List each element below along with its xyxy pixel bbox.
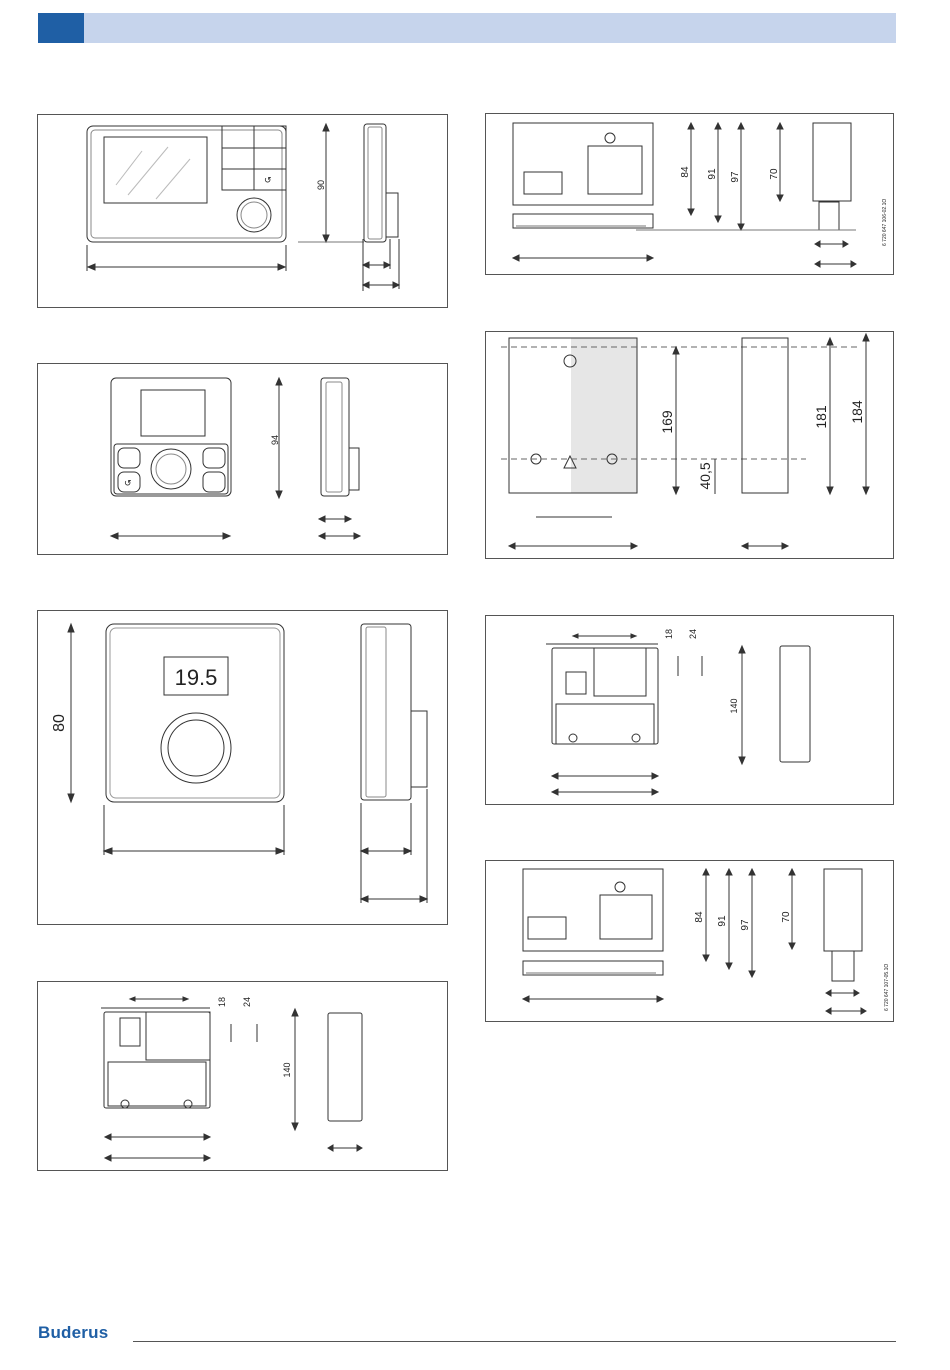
figure-wall-module-right: 18 24 140 [485, 615, 894, 805]
module-housing [513, 123, 653, 205]
figure-controller-variant: ↺ 94 [37, 363, 448, 555]
dimension-169-label: 169 [659, 410, 675, 434]
dimension-24-label: 24 [688, 629, 698, 639]
svg-text:↺: ↺ [264, 175, 272, 185]
dimension-18-label: 18 [217, 997, 227, 1007]
dimension-height-label: 140 [282, 1062, 292, 1077]
dimension-40-5-label: 40,5 [697, 462, 713, 489]
dimension-97-label: 97 [740, 919, 751, 931]
dimension-24-label: 24 [242, 997, 252, 1007]
svg-text:↺: ↺ [124, 478, 132, 488]
dimension-70-label: 70 [769, 168, 780, 180]
rotary-knob [237, 198, 271, 232]
buderus-logo: Buderus [38, 1323, 108, 1343]
temperature-display-value: 19.5 [175, 665, 218, 690]
figure-wall-module: 18 24 140 [37, 981, 448, 1171]
dimension-height-label: 90 [316, 180, 326, 190]
dimension-97-label: 97 [730, 171, 741, 183]
dimension-height-label: 94 [270, 435, 280, 445]
dimension-91-label: 91 [717, 915, 728, 927]
device-display [141, 390, 205, 436]
rotary-knob [151, 449, 191, 489]
figure-terminal-module: 84 91 97 70 6 720 647 106-02.1O [485, 113, 894, 275]
figure-large-module: 169 40,5 181 184 [485, 331, 894, 559]
header-accent-block [38, 13, 84, 43]
dimension-height-label: 80 [51, 714, 68, 732]
rotary-knob [161, 713, 231, 783]
figure-terminal-module-2: 84 91 97 70 6 720 647 107-05.1O [485, 860, 894, 1022]
device-display [104, 137, 207, 203]
figure-controller-front-side: ↺ 90 [37, 114, 448, 308]
footer-rule [133, 1341, 896, 1342]
dimension-91-label: 91 [707, 168, 718, 180]
dimension-18-label: 18 [664, 629, 674, 639]
dimension-70-label: 70 [781, 911, 792, 923]
header-band [84, 13, 896, 43]
figure-room-thermostat: 19.5 80 [37, 610, 448, 925]
dimension-84-label: 84 [694, 911, 705, 923]
document-code: 6 720 647 107-05.1O [884, 964, 890, 1011]
dimension-height-label: 140 [729, 698, 739, 713]
dimension-184-label: 184 [849, 400, 865, 424]
dimension-84-label: 84 [680, 166, 691, 178]
dimension-181-label: 181 [813, 405, 829, 429]
document-code: 6 720 647 106-02.1O [882, 199, 888, 246]
